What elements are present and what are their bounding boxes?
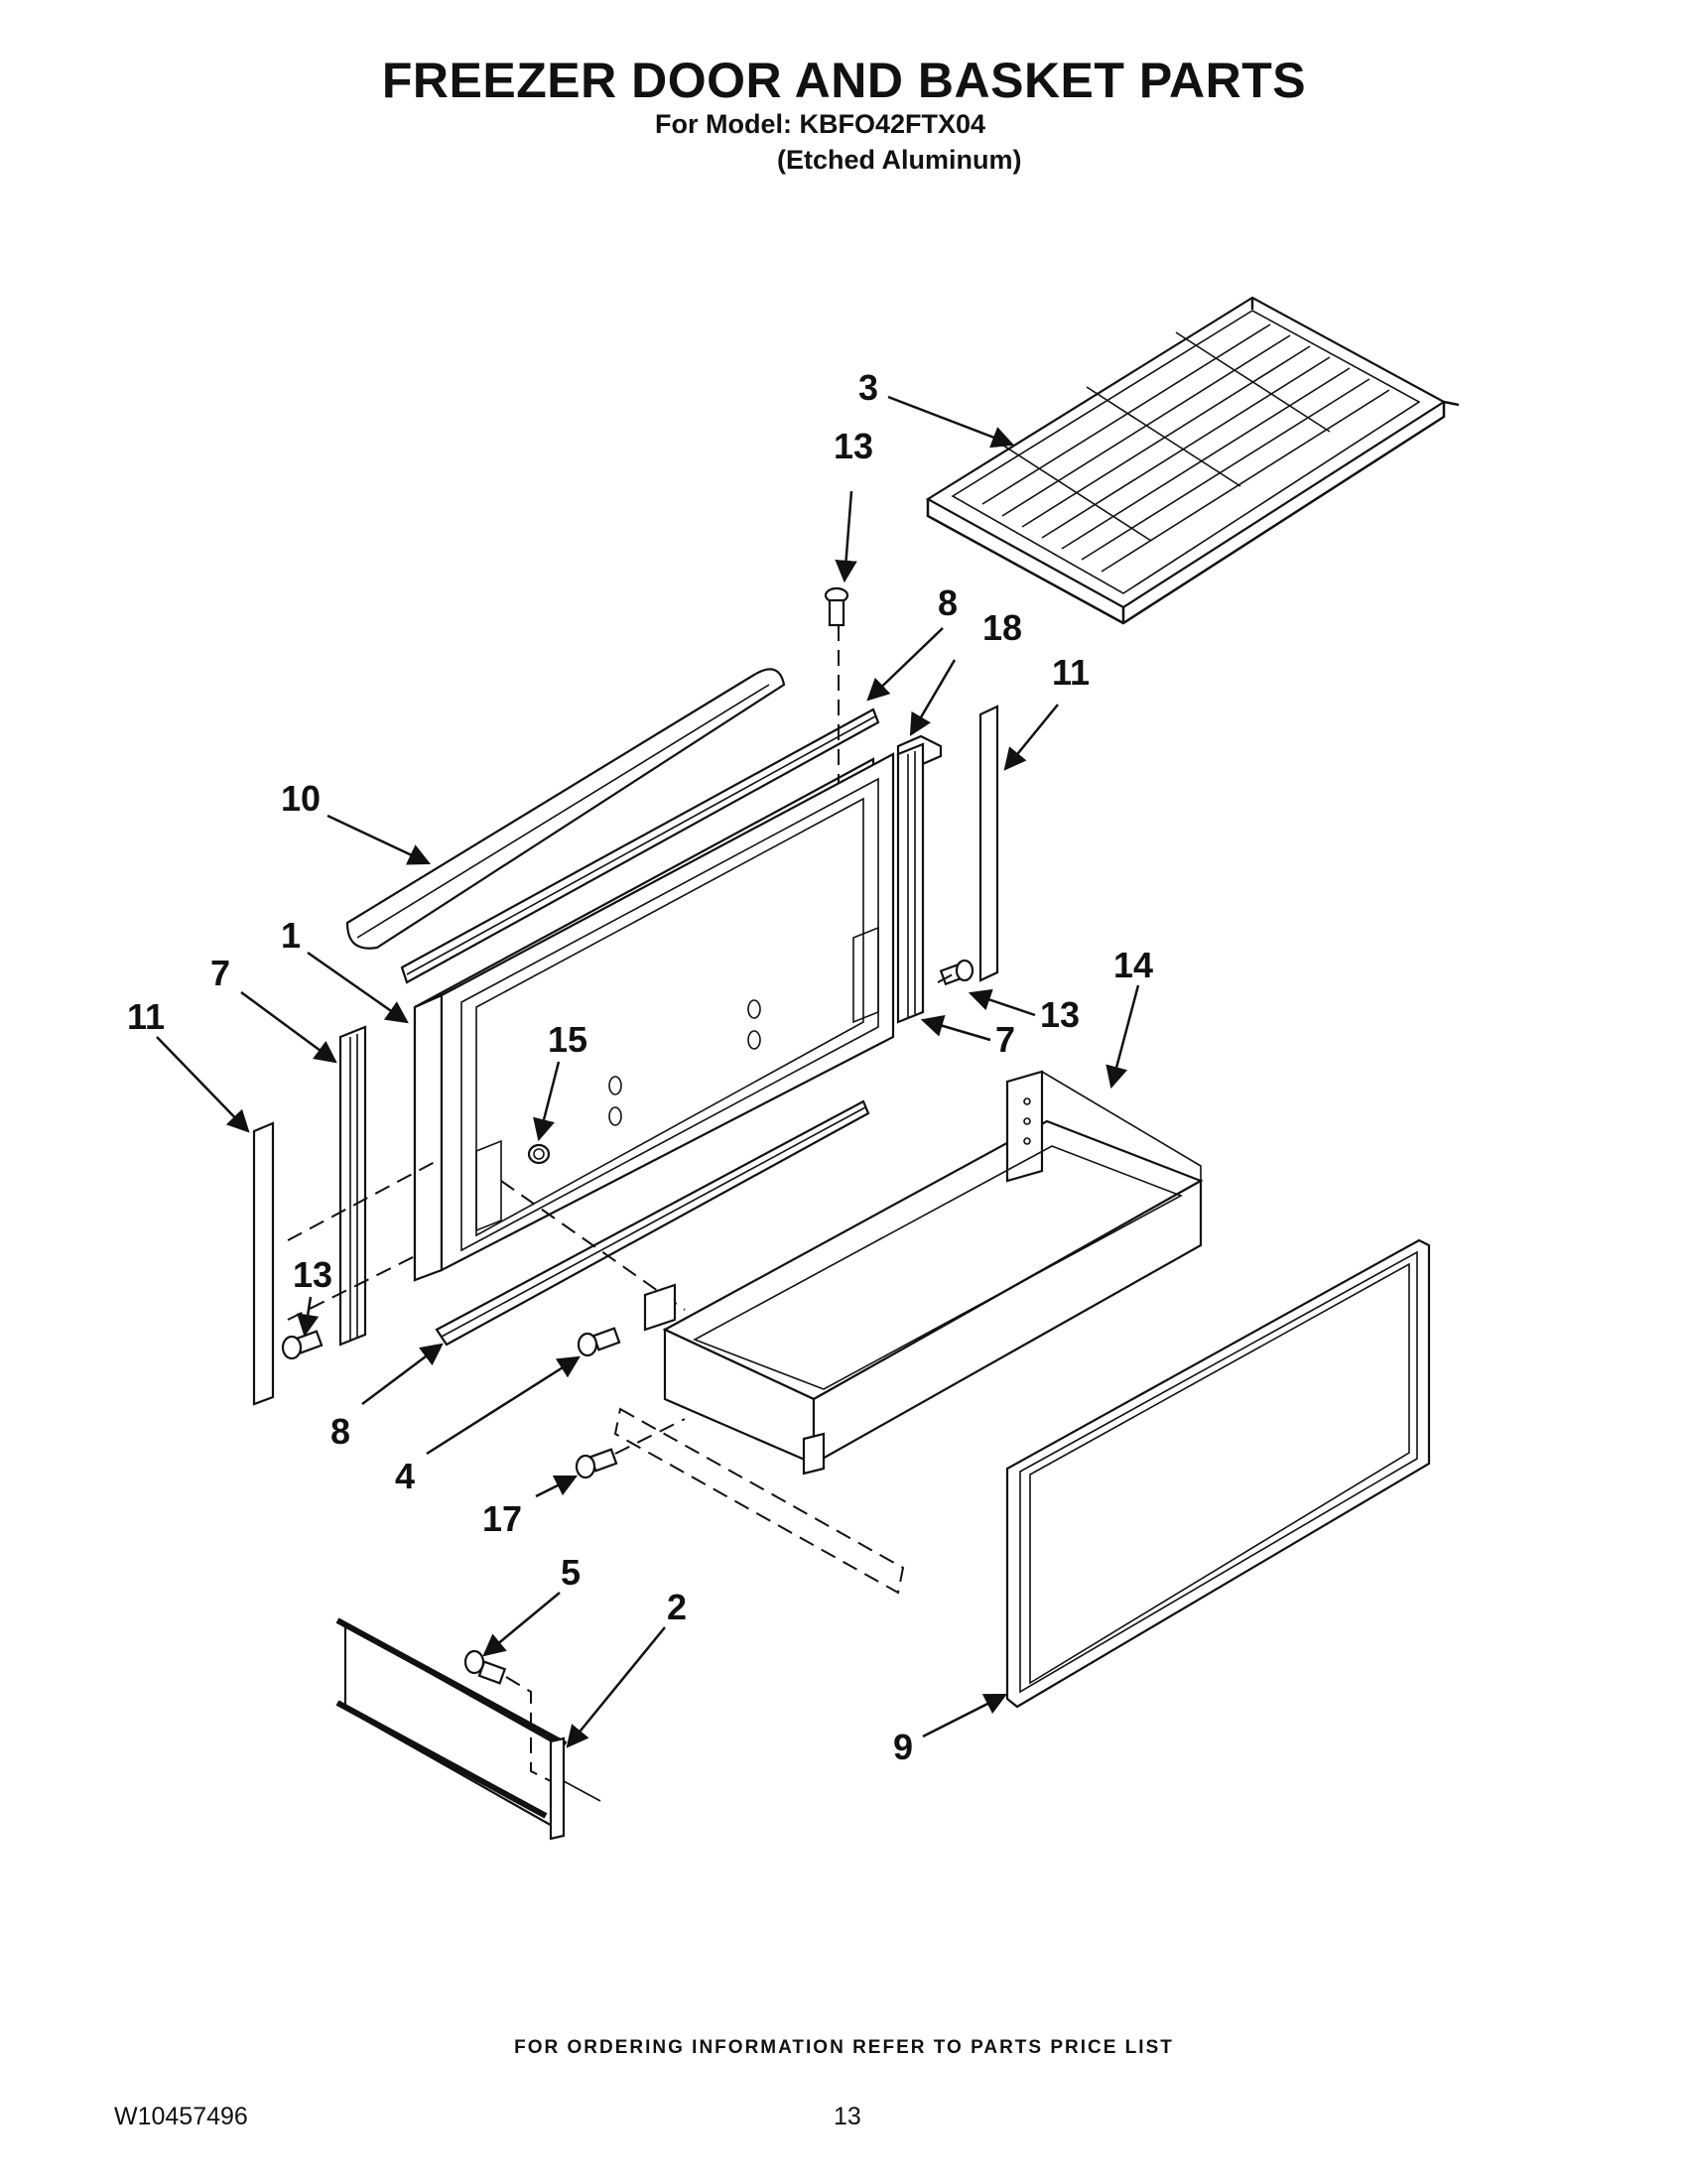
dashed-bracket: [613, 1407, 905, 1595]
callout-11-left: 11: [127, 996, 165, 1037]
ordering-note: FOR ORDERING INFORMATION REFER TO PARTS …: [514, 2037, 1174, 2058]
part-11-left-strip: [252, 1121, 275, 1406]
part-8-top-channel: [400, 707, 880, 984]
callout-18: 18: [982, 607, 1022, 648]
callout-4: 4: [395, 1456, 415, 1496]
callout-7-left: 7: [210, 953, 230, 993]
callout-17: 17: [482, 1498, 522, 1539]
callout-3: 3: [858, 367, 878, 408]
callout-15: 15: [548, 1019, 587, 1060]
model-line: For Model: KBFO42FTX04: [655, 109, 986, 139]
part-14-basket: [643, 1070, 1204, 1476]
page-title: FREEZER DOOR AND BASKET PARTS: [381, 53, 1307, 108]
part-4-screw: [577, 1327, 621, 1357]
part-10-trim-cap: [345, 668, 786, 950]
part-13-top-screw: [824, 586, 849, 784]
callout-13-right: 13: [1040, 994, 1080, 1035]
part-11-right-strip: [978, 705, 999, 982]
part-8-bottom-channel: [435, 1099, 870, 1347]
callout-leaders: [156, 395, 1140, 1748]
callout-13-top: 13: [834, 426, 873, 466]
callout-5: 5: [561, 1552, 581, 1593]
part-15-stud: [527, 1143, 551, 1165]
page-number: 13: [834, 2103, 861, 2130]
part-7-right-strip: [896, 742, 925, 1024]
callout-1: 1: [281, 915, 301, 956]
callout-2: 2: [667, 1587, 687, 1627]
finish-line: (Etched Aluminum): [777, 145, 1022, 175]
part-13-left-screw: [281, 1330, 324, 1360]
callout-7-right: 7: [995, 1019, 1015, 1060]
callout-9: 9: [893, 1727, 913, 1767]
callout-8-bottom: 8: [330, 1411, 350, 1452]
callout-13-left: 13: [293, 1254, 332, 1295]
part-7-left-strip: [338, 1025, 367, 1347]
part-13-right-screw: [939, 959, 974, 986]
part-5-screw: [463, 1649, 552, 1782]
document-number: W10457496: [114, 2103, 248, 2130]
callout-14: 14: [1113, 945, 1153, 985]
callout-10: 10: [281, 778, 321, 819]
part-3-shelf: [925, 296, 1460, 625]
part-2-kick-plate: [335, 1617, 601, 1841]
callout-11-right: 11: [1052, 652, 1090, 693]
part-17-screw: [575, 1418, 686, 1479]
callout-8-top: 8: [938, 582, 958, 623]
